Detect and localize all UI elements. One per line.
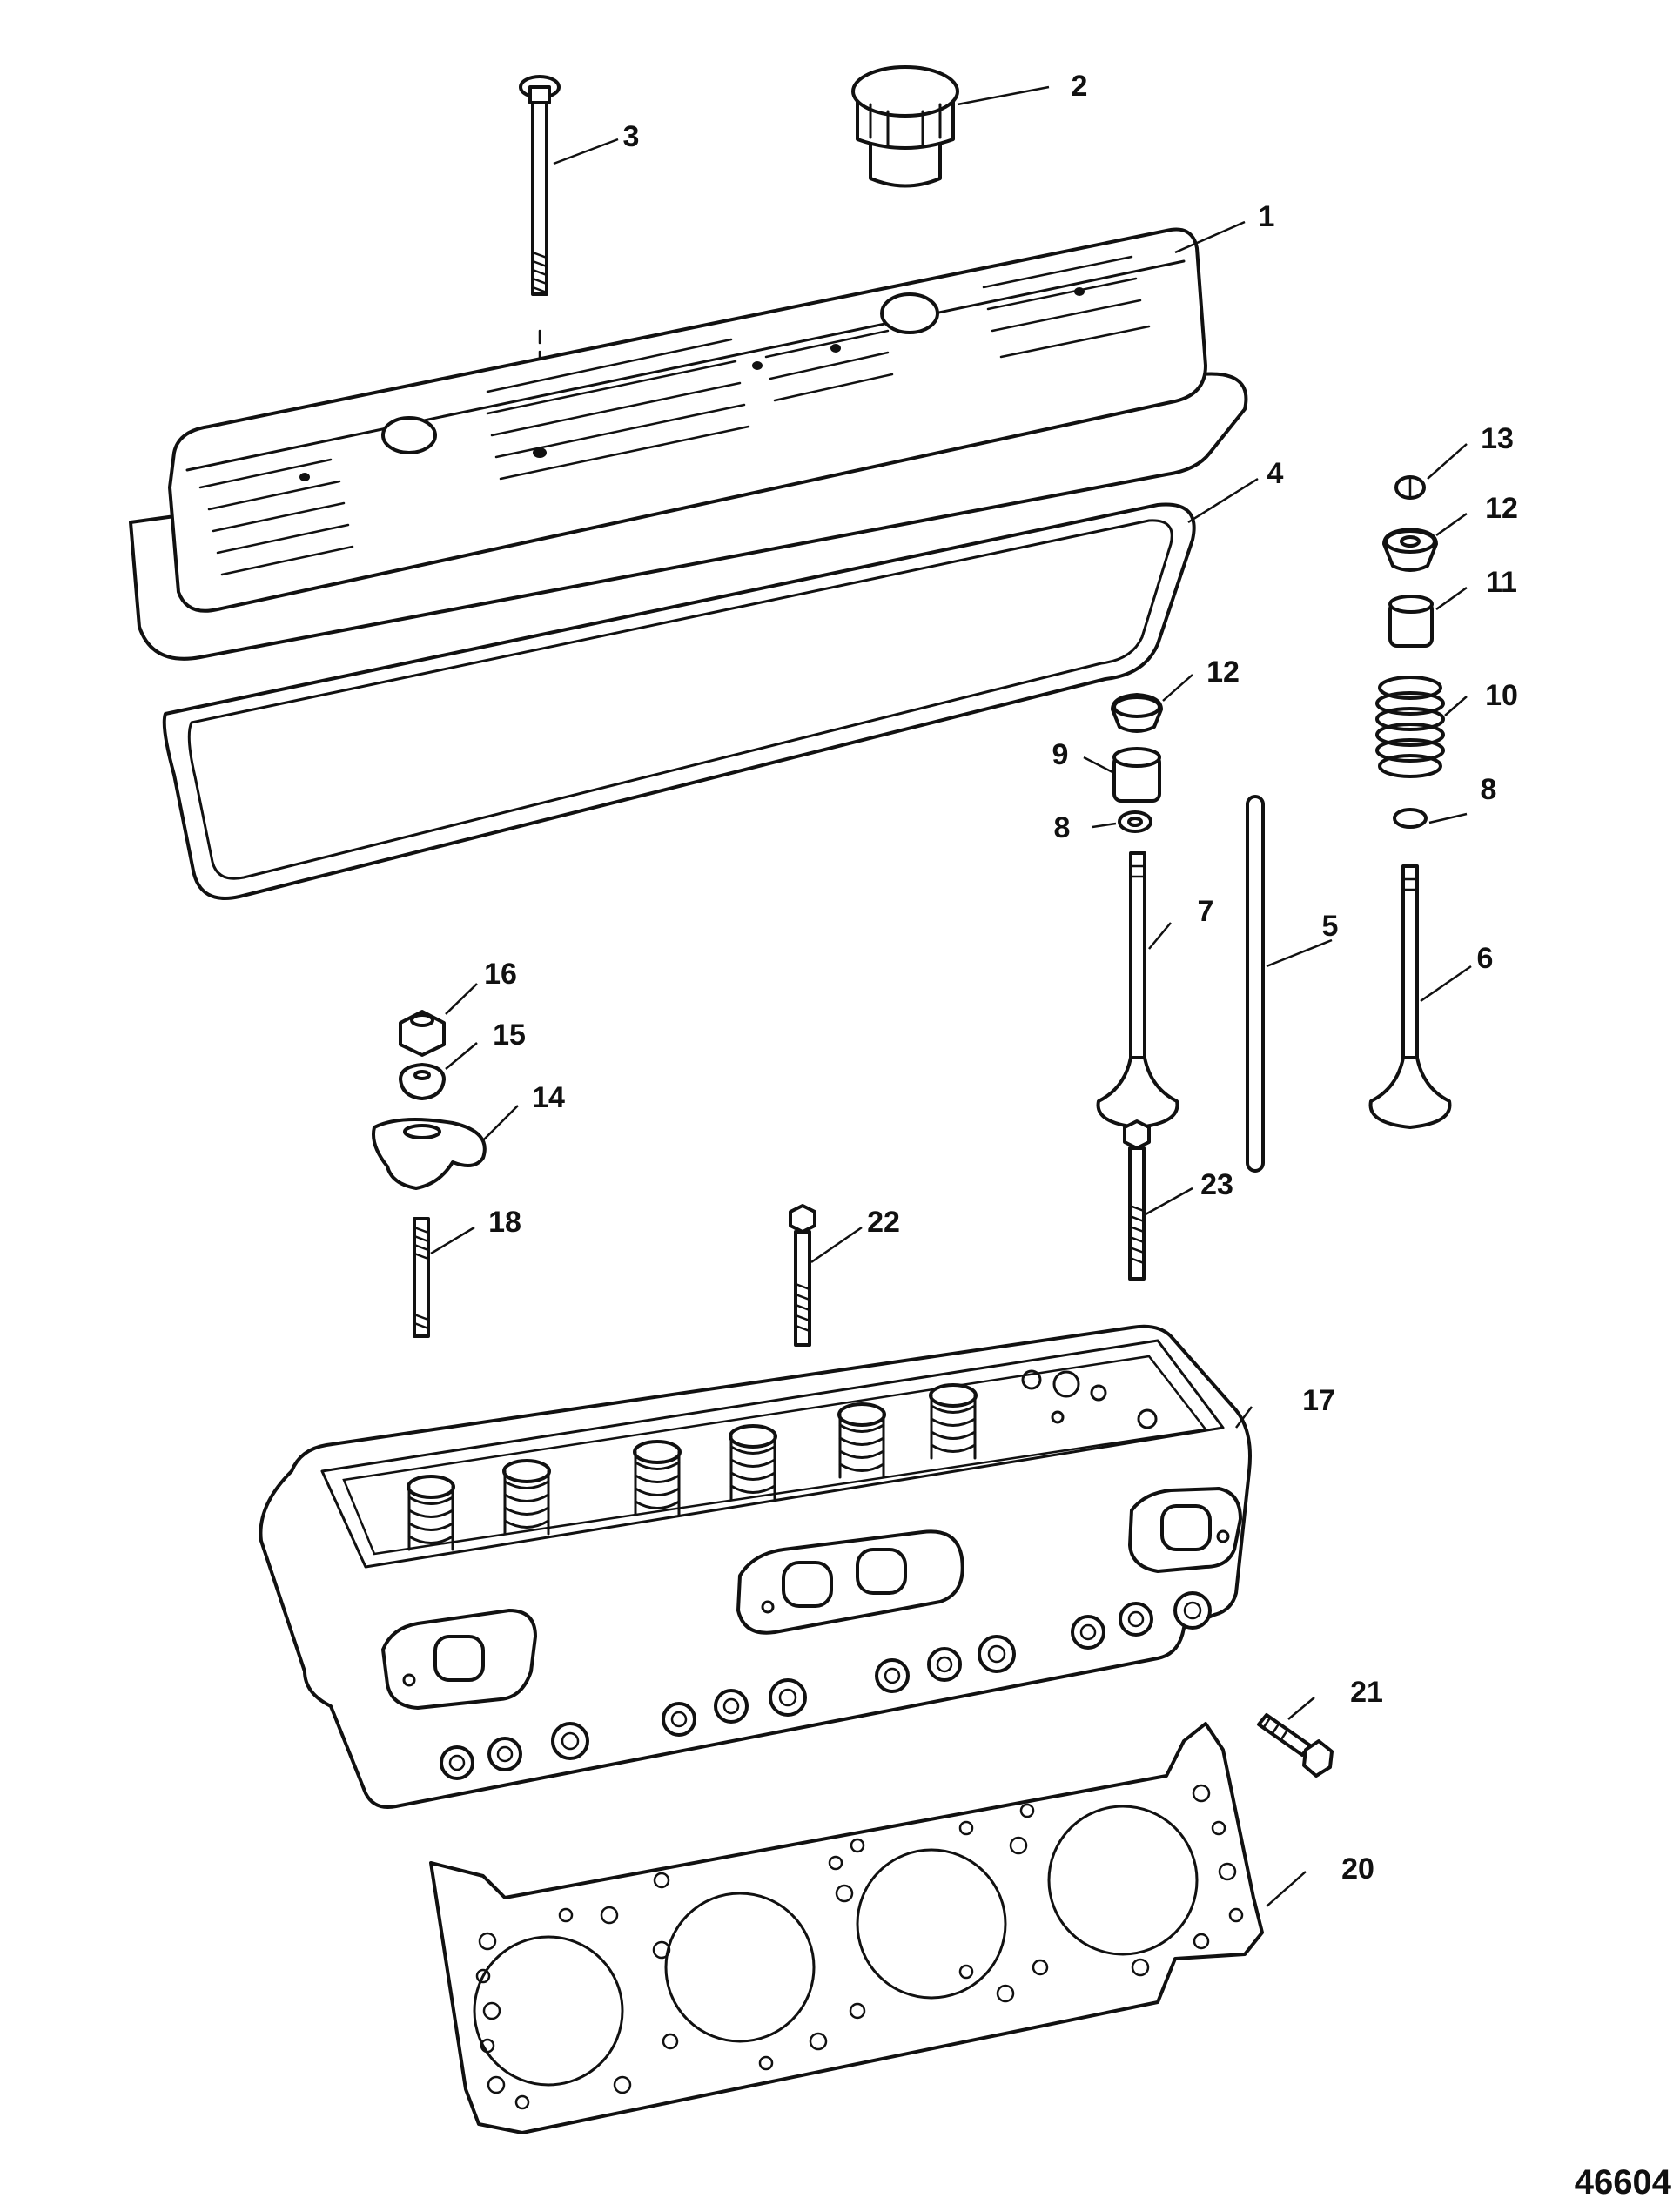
intake-valve — [1096, 851, 1179, 1129]
valve-shield — [1112, 747, 1161, 803]
callout-8-left: 8 — [1054, 811, 1071, 844]
callout-11: 11 — [1486, 566, 1517, 599]
valve-rotator — [1388, 595, 1434, 648]
valve-cover-gasket — [162, 502, 1196, 900]
valve-keeper — [1394, 475, 1426, 500]
oil-filler-cap — [851, 65, 959, 188]
cylinder-head — [259, 1324, 1252, 1809]
exhaust-valve — [1368, 864, 1452, 1129]
valve-cover — [129, 227, 1248, 661]
callout-20: 20 — [1341, 1852, 1374, 1886]
callout-3: 3 — [623, 120, 640, 153]
callout-16: 15 — [493, 1018, 526, 1052]
pushrod — [1246, 795, 1265, 1173]
callout-17: 16 — [484, 958, 517, 991]
callout-4: 4 — [1267, 457, 1284, 490]
callout-22: 22 — [867, 1206, 900, 1239]
figure-number: 46604 — [1575, 2163, 1672, 2202]
rocker-arm — [372, 1118, 487, 1190]
callout-1: 1 — [1259, 200, 1275, 233]
valve-seal-right — [1393, 808, 1428, 829]
valve-spring — [1375, 676, 1445, 778]
callout-12: 12 — [1206, 655, 1240, 689]
head-gasket — [429, 1722, 1264, 2134]
callout-6: 6 — [1477, 942, 1494, 975]
callout-15: 14 — [532, 1081, 565, 1114]
leader-lines — [430, 85, 1472, 1907]
callout-19: 18 — [488, 1206, 521, 1239]
callout-14: 13 — [1481, 422, 1514, 455]
valve-spring-cap — [1382, 528, 1438, 572]
valve-seal-middle — [1118, 810, 1152, 833]
rocker-ball — [399, 1063, 446, 1100]
callout-9: 9 — [1052, 738, 1069, 771]
callout-8-right: 8 — [1481, 773, 1497, 806]
callout-7: 7 — [1198, 895, 1214, 928]
callout-21: 21 — [1350, 1676, 1383, 1709]
callout-23: 23 — [1200, 1168, 1233, 1201]
side-bolt — [1257, 1713, 1334, 1778]
callout-18: 17 — [1302, 1384, 1335, 1417]
spark-plug-bosses — [440, 1591, 1212, 1780]
head-bolt-long — [1123, 1119, 1151, 1281]
callout-13: 12 — [1485, 492, 1518, 525]
callout-10: 10 — [1485, 679, 1518, 712]
callout-5: 5 — [1322, 910, 1339, 943]
callout-labels: 2 3 1 4 13 12 11 10 8 12 9 8 7 5 6 16 15… — [484, 70, 1672, 2202]
callout-2: 2 — [1072, 70, 1088, 103]
valve-spring-cap-small — [1111, 693, 1163, 733]
gasket-holes — [475, 1784, 1244, 2110]
head-bolt-short — [789, 1204, 816, 1347]
installed-valve-springs — [407, 1383, 978, 1551]
rocker-nut — [399, 1010, 446, 1057]
rocker-stud — [413, 1217, 430, 1338]
